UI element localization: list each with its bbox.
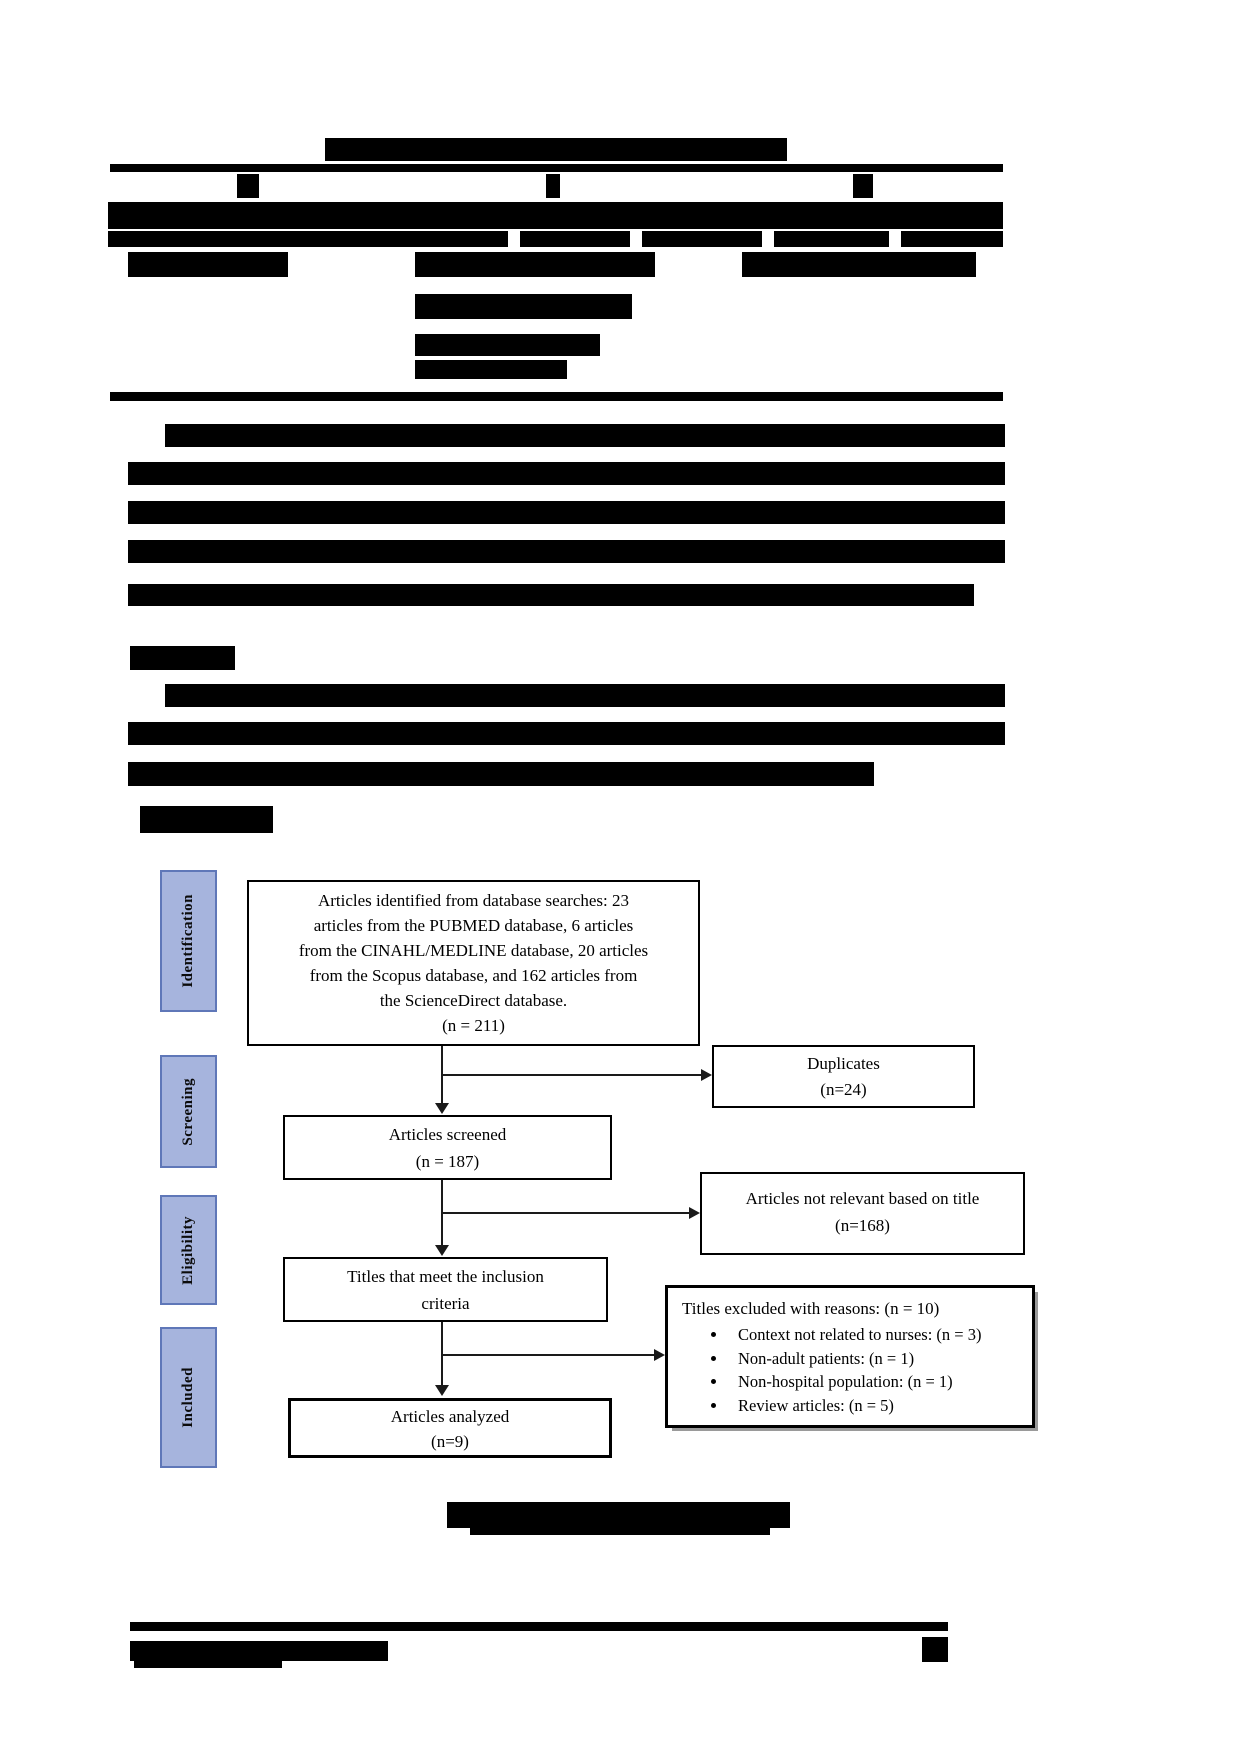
connector-line: [443, 1212, 689, 1214]
redacted-text: [165, 424, 1005, 447]
arrow-right-icon: [701, 1069, 712, 1081]
redacted-text: [237, 174, 259, 198]
excluded-reason-item: Context not related to nurses: (n = 3): [728, 1323, 1022, 1347]
redacted-text: [853, 174, 873, 198]
redacted-text: [140, 806, 273, 833]
redacted-text: [128, 252, 288, 277]
connector-line: [443, 1074, 701, 1076]
flowchart-box-excluded-reasons: Titles excluded with reasons: (n = 10) C…: [665, 1285, 1035, 1428]
flowchart-box-inclusion-criteria: Titles that meet the inclusion criteria: [283, 1257, 608, 1322]
box-text-line: Titles that meet the inclusion: [347, 1267, 544, 1286]
stage-label-text: Eligibility: [180, 1215, 196, 1285]
stage-label-identification: Identification: [160, 870, 217, 1012]
arrow-down-icon: [435, 1245, 449, 1256]
page-number-redacted: [922, 1637, 948, 1662]
box-text-line: Articles analyzed: [390, 1407, 510, 1426]
footer-text-redacted: [130, 1641, 388, 1661]
excluded-reason-item: Review articles: (n = 5): [728, 1394, 1022, 1418]
stage-label-included: Included: [160, 1327, 217, 1468]
box-text-line: from the CINAHL/MEDLINE database, 20 art…: [298, 941, 649, 960]
figure-caption-redacted: [447, 1502, 790, 1528]
redacted-text: [415, 294, 632, 319]
box-text-line: Duplicates: [807, 1054, 880, 1073]
excluded-reasons-list: Context not related to nurses: (n = 3) N…: [682, 1323, 1022, 1417]
box-text-line: (n=24): [820, 1080, 867, 1099]
flowchart-box-analyzed: Articles analyzed (n=9): [288, 1398, 612, 1458]
stage-label-text: Identification: [180, 894, 196, 988]
redacted-text: [520, 231, 630, 247]
stage-label-text: Included: [180, 1367, 196, 1428]
redacted-text: [901, 231, 1003, 247]
connector-line: [441, 1046, 443, 1104]
flowchart-box-not-relevant: Articles not relevant based on title (n=…: [700, 1172, 1025, 1255]
redacted-text: [108, 202, 1003, 229]
box-text-line: from the Scopus database, and 162 articl…: [309, 966, 638, 985]
redacted-text: [546, 174, 560, 198]
stage-label-text: Screening: [180, 1077, 196, 1146]
box-title: Titles excluded with reasons: (n = 10): [682, 1299, 940, 1318]
redacted-title: [325, 138, 787, 161]
redacted-text: [642, 231, 762, 247]
redacted-text: [128, 501, 1005, 524]
box-text-line: (n = 187): [415, 1152, 480, 1171]
redacted-text: [415, 360, 567, 379]
redacted-rule: [110, 164, 1003, 172]
redacted-text: [415, 334, 600, 356]
excluded-reason-item: Non-hospital population: (n = 1): [728, 1370, 1022, 1394]
excluded-reason-item: Non-adult patients: (n = 1): [728, 1347, 1022, 1371]
flowchart-box-identified: Articles identified from database search…: [247, 880, 700, 1046]
arrow-down-icon: [435, 1385, 449, 1396]
box-text-line: Articles screened: [388, 1125, 507, 1144]
redacted-text: [742, 252, 976, 277]
stage-label-eligibility: Eligibility: [160, 1195, 217, 1305]
flowchart-box-screened: Articles screened (n = 187): [283, 1115, 612, 1180]
stage-label-screening: Screening: [160, 1055, 217, 1168]
redacted-rule: [110, 392, 1003, 401]
box-text-line: (n=9): [431, 1432, 469, 1451]
arrow-right-icon: [689, 1207, 700, 1219]
box-text-line: criteria: [421, 1294, 470, 1313]
box-text-line: the ScienceDirect database.: [379, 991, 568, 1010]
redacted-text: [128, 584, 974, 606]
redacted-text: [128, 462, 1005, 485]
box-text-line: Articles not relevant based on title: [745, 1189, 980, 1208]
redacted-text: [128, 722, 1005, 745]
box-text-line: Articles identified from database search…: [317, 891, 630, 910]
box-text-line: articles from the PUBMED database, 6 art…: [313, 916, 634, 935]
connector-line: [441, 1180, 443, 1246]
box-text-line: (n = 211): [442, 1016, 505, 1035]
connector-line: [443, 1354, 654, 1356]
redacted-text: [165, 684, 1005, 707]
redacted-text: [415, 252, 655, 277]
flowchart-box-duplicates: Duplicates (n=24): [712, 1045, 975, 1108]
figure-caption-redacted: [470, 1528, 770, 1535]
connector-line: [441, 1322, 443, 1386]
footer-text-redacted: [134, 1660, 282, 1668]
footer-rule: [130, 1622, 948, 1631]
arrow-right-icon: [654, 1349, 665, 1361]
redacted-text: [108, 231, 508, 247]
redacted-text: [128, 762, 874, 786]
arrow-down-icon: [435, 1103, 449, 1114]
redacted-heading: [130, 646, 235, 670]
redacted-text: [774, 231, 889, 247]
box-text-line: (n=168): [835, 1216, 890, 1235]
redacted-text: [128, 540, 1005, 563]
